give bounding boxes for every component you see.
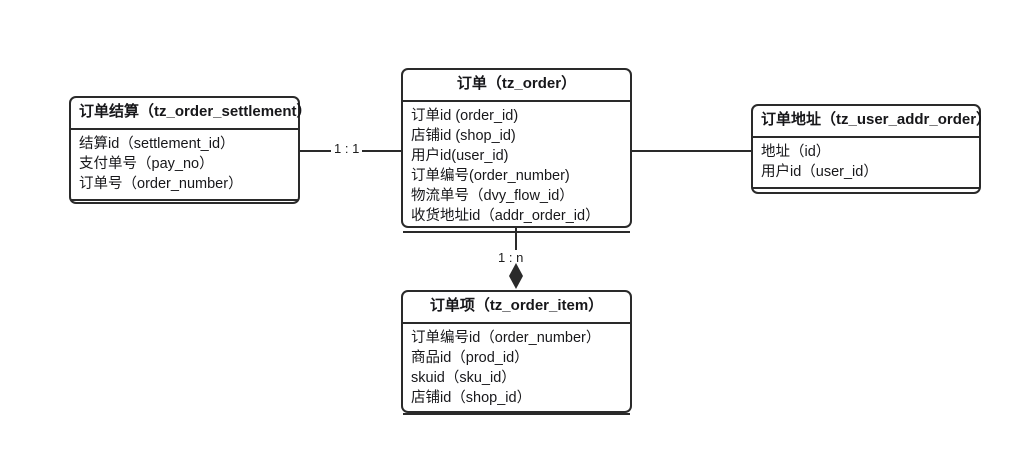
field-row: 订单id (order_id): [411, 107, 519, 124]
entity-title-user-addr-order: 订单地址（tz_user_addr_order）: [753, 106, 991, 138]
field-row: skuid（sku_id）: [411, 369, 516, 386]
entity-title-order-item: 订单项（tz_order_item）: [403, 292, 630, 324]
field-row: 收货地址id（addr_order_id）: [411, 207, 600, 224]
field-row: 店铺id (shop_id): [411, 127, 516, 144]
entity-fields-order: 订单id (order_id) 店铺id (shop_id) 用户id(user…: [403, 102, 630, 233]
field-row: 地址（id）: [761, 143, 831, 160]
entity-fields-order-settlement: 结算id（settlement_id） 支付单号（pay_no） 订单号（ord…: [71, 130, 298, 201]
field-row: 用户id(user_id): [411, 147, 509, 164]
edge-label-order-item: 1 : n: [495, 250, 527, 265]
edge-order-item: [515, 227, 517, 267]
entity-title-order-settlement: 订单结算（tz_order_settlement）: [71, 98, 312, 130]
entity-order-item[interactable]: 订单项（tz_order_item） 订单编号id（order_number） …: [401, 290, 632, 415]
field-row: 结算id（settlement_id）: [79, 135, 235, 152]
entity-footer-order-settlement: [71, 201, 298, 227]
field-row: 订单编号id（order_number）: [411, 329, 601, 346]
field-row: 订单号（order_number）: [79, 175, 243, 192]
entity-order-settlement[interactable]: 订单结算（tz_order_settlement） 结算id（settlemen…: [69, 96, 312, 204]
entity-footer-order: [403, 233, 630, 259]
field-row: 支付单号（pay_no）: [79, 155, 214, 172]
entity-footer-order-item: [403, 415, 630, 441]
entity-fields-user-addr-order: 地址（id） 用户id（user_id）: [753, 138, 979, 189]
field-row: 店铺id（shop_id）: [411, 389, 532, 406]
entity-order[interactable]: 订单（tz_order） 订单id (order_id) 店铺id (shop_…: [401, 68, 632, 233]
entity-title-order: 订单（tz_order）: [403, 70, 630, 102]
field-row: 订单编号(order_number): [411, 167, 570, 184]
edge-order-address: [631, 150, 751, 152]
field-row: 用户id（user_id）: [761, 163, 878, 180]
entity-fields-order-item: 订单编号id（order_number） 商品id（prod_id） skuid…: [403, 324, 630, 415]
field-row: 物流单号（dvy_flow_id）: [411, 187, 574, 204]
entity-user-addr-order[interactable]: 订单地址（tz_user_addr_order） 地址（id） 用户id（use…: [751, 104, 991, 194]
field-row: 商品id（prod_id）: [411, 349, 529, 366]
edge-label-settlement-order: 1 : 1: [331, 141, 363, 156]
entity-footer-user-addr-order: [753, 189, 979, 215]
